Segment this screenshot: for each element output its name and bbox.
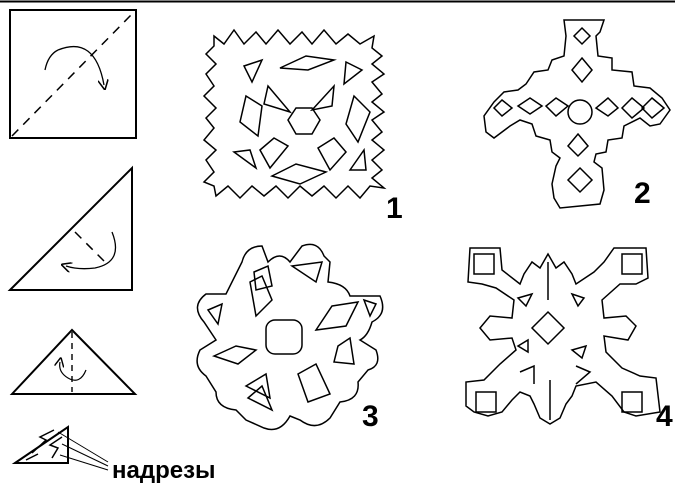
- fold-step-triangle-large: [10, 168, 132, 290]
- snowflake-3-number: 3: [362, 400, 379, 433]
- cuts-label: надрезы: [112, 457, 216, 484]
- snowflake-4: [466, 248, 660, 424]
- snowflake-1: [204, 30, 384, 198]
- fold-step-square: [10, 10, 136, 138]
- snowflake-4-number: 4: [656, 400, 673, 433]
- fold-step-triangle-small: [12, 330, 135, 394]
- snowflake-3: [197, 244, 383, 429]
- snowflake-2-number: 2: [634, 177, 651, 210]
- snowflake-1-number: 1: [386, 192, 403, 225]
- fold-step-cuts: [15, 427, 108, 470]
